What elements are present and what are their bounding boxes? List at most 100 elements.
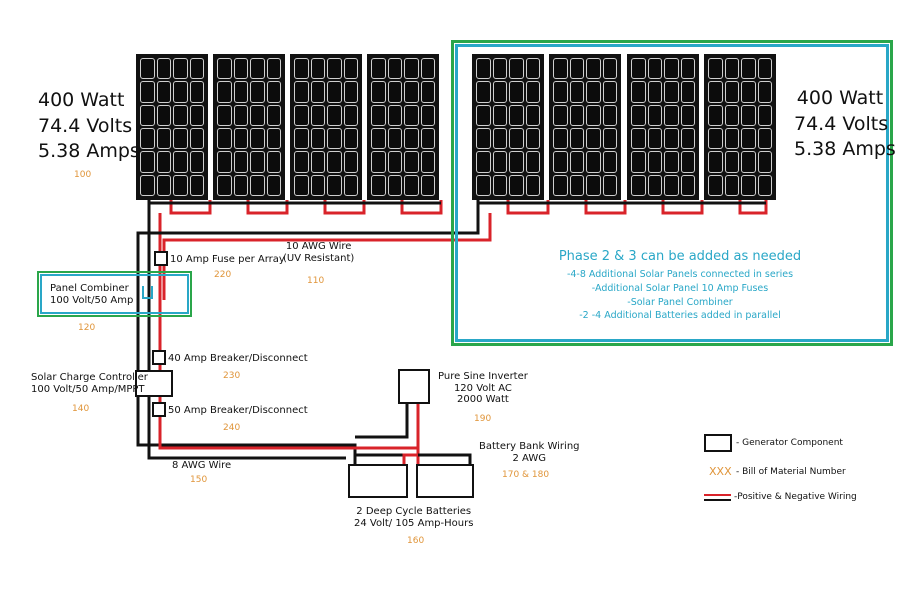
solar-cell — [404, 58, 419, 80]
solar-cell — [664, 128, 679, 150]
charge-controller-box — [135, 370, 173, 397]
specs-left-watt: 400 Watt — [38, 89, 125, 111]
solar-cell — [476, 81, 491, 103]
breaker-40-box — [152, 350, 166, 365]
solar-cell — [266, 58, 281, 80]
solar-cell — [173, 81, 188, 103]
panel-series-wire — [323, 200, 366, 215]
solar-cell — [420, 174, 435, 196]
solar-cell — [420, 104, 435, 126]
solar-cell — [724, 151, 739, 173]
solar-cell — [553, 174, 568, 196]
solar-cell — [173, 128, 188, 150]
solar-cell — [569, 174, 584, 196]
negative-wire — [147, 200, 441, 205]
specs-right-volts: 74.4 Volts — [794, 112, 889, 135]
solar-cell — [476, 174, 491, 196]
legend-bom-label: - Bill of Material Number — [736, 467, 846, 477]
solar-cell — [266, 81, 281, 103]
solar-cell — [631, 128, 646, 150]
solar-cell — [387, 174, 402, 196]
solar-cell — [680, 174, 695, 196]
panel-series-wire — [169, 200, 212, 215]
solar-cell — [250, 128, 265, 150]
solar-cell — [553, 128, 568, 150]
solar-cell — [294, 151, 309, 173]
battery-wiring-line1: Battery Bank Wiring — [479, 441, 580, 452]
solar-cell — [664, 174, 679, 196]
solar-panel — [704, 54, 776, 200]
solar-cell — [343, 104, 358, 126]
solar-cell — [343, 58, 358, 80]
solar-cell — [757, 104, 772, 126]
solar-cell — [724, 81, 739, 103]
solar-cell — [509, 128, 524, 150]
solar-cell — [371, 174, 386, 196]
solar-cell — [327, 151, 342, 173]
solar-cell — [387, 128, 402, 150]
solar-cell — [189, 81, 204, 103]
solar-cell — [569, 58, 584, 80]
solar-cell — [156, 151, 171, 173]
solar-cell — [757, 174, 772, 196]
solar-cell — [724, 174, 739, 196]
battery-wiring-bom: 170 & 180 — [502, 470, 550, 480]
phase-line: -Solar Panel Combiner — [627, 296, 733, 308]
solar-cell — [553, 81, 568, 103]
solar-cell — [156, 81, 171, 103]
solar-cell — [156, 174, 171, 196]
solar-cell — [680, 81, 695, 103]
solar-cell — [233, 58, 248, 80]
solar-cell — [343, 151, 358, 173]
solar-cell — [708, 58, 723, 80]
solar-cell — [680, 128, 695, 150]
solar-cell — [757, 151, 772, 173]
specs-right-amps: 5.38 Amps — [794, 138, 896, 161]
solar-cell — [741, 81, 756, 103]
solar-cell — [741, 151, 756, 173]
solar-cell — [680, 58, 695, 80]
legend-wiring-label: -Positive & Negative Wiring — [734, 492, 857, 502]
solar-cell — [294, 81, 309, 103]
solar-cell — [492, 128, 507, 150]
solar-cell — [509, 174, 524, 196]
solar-cell — [476, 104, 491, 126]
solar-cell — [310, 174, 325, 196]
solar-cell — [189, 128, 204, 150]
controller-bom: 140 — [72, 404, 90, 414]
solar-cell — [310, 81, 325, 103]
solar-cell — [509, 58, 524, 80]
negative-wire — [355, 403, 409, 439]
panel-series-wire — [661, 200, 704, 215]
solar-cell — [647, 174, 662, 196]
legend-bom-sample: XXX — [709, 465, 732, 478]
solar-cell — [553, 58, 568, 80]
inverter-line3: 2000 Watt — [457, 394, 509, 405]
solar-cell — [233, 128, 248, 150]
solar-cell — [140, 58, 155, 80]
wire10-label: 10 AWG Wire (UV Resistant) — [283, 241, 354, 264]
solar-cell — [525, 58, 540, 80]
inverter-label: Pure Sine Inverter 120 Volt AC 2000 Watt — [438, 371, 528, 406]
solar-cell — [664, 81, 679, 103]
breaker50-bom: 240 — [223, 423, 241, 433]
solar-cell — [420, 128, 435, 150]
solar-cell — [724, 128, 739, 150]
solar-cell — [631, 58, 646, 80]
phase-line: -4-8 Additional Solar Panels connected i… — [566, 269, 794, 280]
solar-cell — [708, 128, 723, 150]
specs-right-watt: 400 Watt — [796, 87, 884, 109]
solar-cell — [156, 58, 171, 80]
wire8-label: 8 AWG Wire — [172, 460, 232, 471]
phase-expansion-outer-border — [451, 40, 893, 346]
solar-cell — [420, 151, 435, 173]
solar-cell — [569, 151, 584, 173]
phase-line: -2 -4 Additional Batteries added in para… — [579, 310, 781, 322]
solar-cell — [294, 174, 309, 196]
solar-cell — [310, 128, 325, 150]
solar-cell — [404, 104, 419, 126]
solar-cell — [569, 128, 584, 150]
controller-line2: 100 Volt/50 Amp/MPPT — [31, 383, 145, 395]
solar-cell — [708, 151, 723, 173]
wire10-bom: 110 — [307, 276, 325, 286]
